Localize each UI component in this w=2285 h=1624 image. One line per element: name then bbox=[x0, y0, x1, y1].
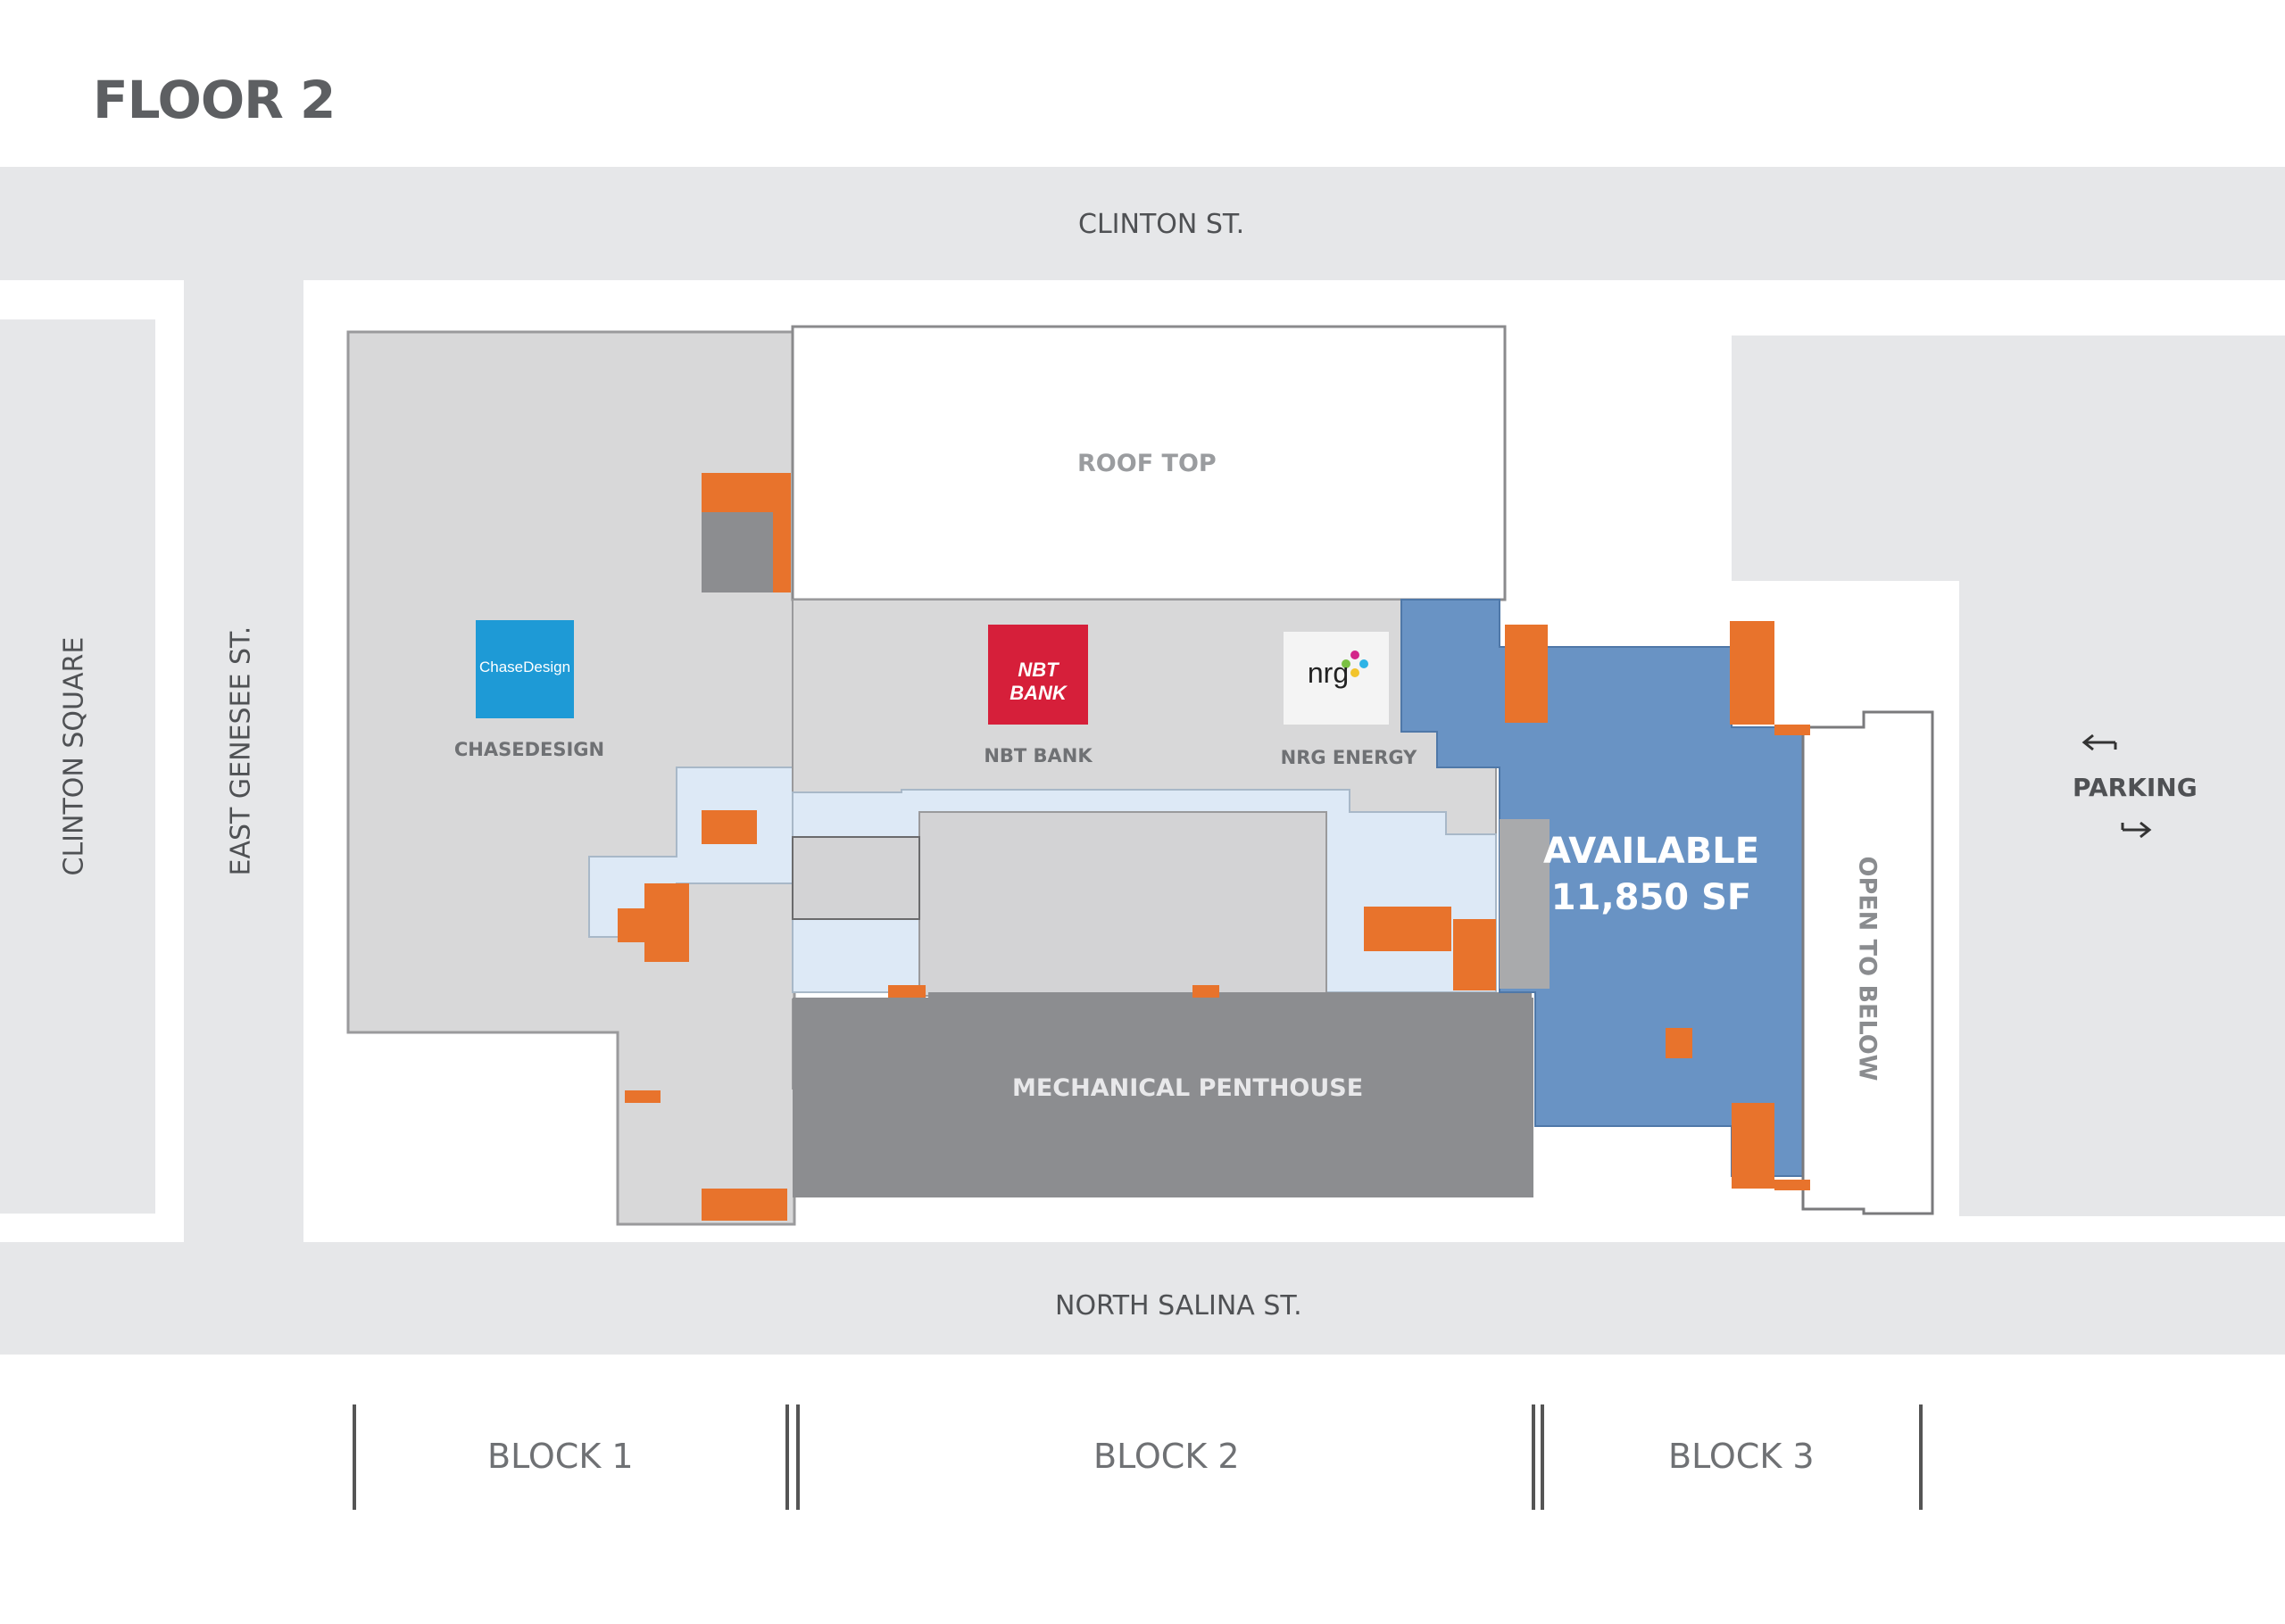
street-clinton bbox=[0, 167, 2285, 280]
core-small-1 bbox=[1666, 1028, 1692, 1058]
core-stair-10 bbox=[1732, 1103, 1774, 1189]
core-stair-5 bbox=[702, 1189, 787, 1221]
core-small-4 bbox=[888, 985, 926, 998]
street-label-clinton-square: CLINTON SQUARE bbox=[58, 636, 90, 876]
available-line1: AVAILABLE bbox=[1542, 831, 1760, 872]
street-east-genesee bbox=[184, 280, 303, 1242]
core-stair-4 bbox=[625, 1090, 661, 1103]
parking-arrow-in bbox=[2081, 733, 2117, 751]
tenant-label-chasedesign: CHASEDESIGN bbox=[453, 739, 605, 760]
open-to-below-label: OPEN TO BELOW bbox=[1853, 856, 1882, 1081]
block-label-3: BLOCK 3 bbox=[1668, 1437, 1815, 1476]
core-stair-6 bbox=[1364, 907, 1451, 951]
nrg-dot-3 bbox=[1350, 668, 1359, 677]
available-label: AVAILABLE 11,850 SF bbox=[1517, 828, 1785, 921]
street-label-north-salina: NORTH SALINA ST. bbox=[1055, 1290, 1302, 1322]
block-label-2: BLOCK 2 bbox=[1093, 1437, 1240, 1476]
floor-title: FLOOR 2 bbox=[93, 70, 336, 130]
core-small-2 bbox=[1774, 725, 1810, 735]
core-stair-3b bbox=[644, 883, 689, 962]
lot-northeast bbox=[1732, 336, 2285, 581]
parking-label: PARKING bbox=[2073, 773, 2198, 802]
core-small-3 bbox=[1774, 1180, 1810, 1190]
street-label-clinton: CLINTON ST. bbox=[1078, 209, 1245, 240]
roof-top-label: ROOF TOP bbox=[1077, 450, 1217, 477]
chasedesign-logo-box bbox=[476, 620, 574, 718]
street-north-salina bbox=[0, 1242, 2285, 1355]
nbt-bank-logo-text: NBT BANK bbox=[1010, 659, 1067, 704]
nrg-dot-2 bbox=[1359, 659, 1368, 668]
restroom-block2 bbox=[792, 836, 920, 920]
tenant-label-nbt-bank: NBT BANK bbox=[984, 745, 1093, 766]
nrg-dot-1 bbox=[1350, 650, 1359, 659]
block-label-1: BLOCK 1 bbox=[487, 1437, 634, 1476]
nbt-bank-logo-box bbox=[988, 625, 1088, 725]
mechanical-penthouse-label: MECHANICAL PENTHOUSE bbox=[1012, 1074, 1364, 1102]
core-small-5 bbox=[1192, 985, 1219, 998]
core-stair-8 bbox=[1505, 625, 1548, 723]
nrg-logo-text: nrg bbox=[1307, 657, 1350, 689]
lot-east bbox=[1959, 581, 2285, 1216]
core-stair-9 bbox=[1730, 621, 1774, 725]
roof-top-area bbox=[791, 325, 1507, 601]
open-to-below-area bbox=[1801, 710, 1934, 1215]
available-line2: 11,850 SF bbox=[1550, 877, 1752, 918]
chasedesign-logo-text: ChaseDesign bbox=[478, 659, 571, 675]
restroom-block3 bbox=[1500, 819, 1550, 989]
tenant-label-nrg-energy: NRG ENERGY bbox=[1280, 747, 1417, 768]
nrg-dot-4 bbox=[1342, 659, 1350, 668]
block2-center-room bbox=[918, 811, 1327, 997]
street-clinton-square bbox=[0, 319, 155, 1214]
street-label-east-genesee: EAST GENESEE ST. bbox=[225, 626, 257, 876]
mechanical-upper bbox=[928, 992, 1532, 1092]
core-stair-2 bbox=[702, 810, 757, 844]
nrg-logo-box bbox=[1284, 632, 1389, 725]
core-stair-1-side bbox=[773, 473, 791, 592]
core-stair-7 bbox=[1453, 919, 1496, 990]
parking-arrow-out bbox=[2121, 821, 2152, 839]
